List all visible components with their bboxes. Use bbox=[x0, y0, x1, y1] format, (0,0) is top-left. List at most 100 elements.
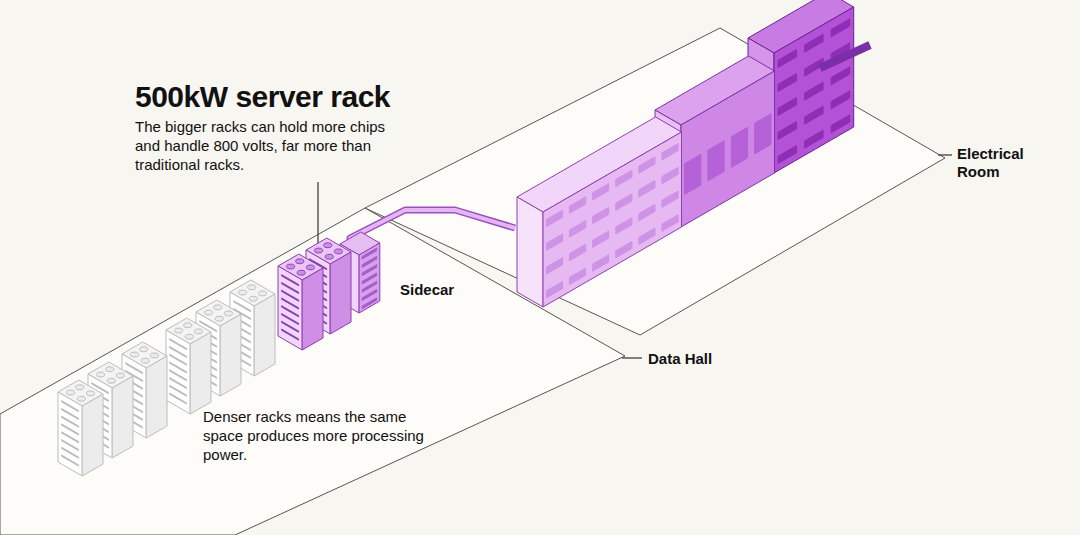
equipment bbox=[58, 0, 854, 476]
box-face bbox=[546, 234, 562, 251]
box-face bbox=[731, 127, 747, 167]
box-face bbox=[616, 218, 632, 234]
fan bbox=[315, 248, 323, 253]
box-face bbox=[282, 275, 299, 286]
fan bbox=[140, 347, 148, 352]
box-face bbox=[278, 266, 302, 350]
box-face bbox=[778, 122, 797, 140]
note: Denser racks means the same space produc… bbox=[203, 407, 448, 464]
box-face bbox=[570, 244, 586, 260]
box-face bbox=[112, 376, 133, 458]
fan bbox=[141, 358, 149, 363]
fan bbox=[224, 311, 232, 316]
box-face bbox=[805, 82, 824, 100]
fan bbox=[287, 264, 295, 269]
fan bbox=[249, 296, 257, 301]
incoming-feed bbox=[820, 45, 870, 68]
box-face bbox=[685, 154, 701, 194]
box-face bbox=[570, 197, 586, 214]
fan bbox=[77, 396, 85, 401]
area-label: Data Hall bbox=[648, 350, 712, 368]
box-face bbox=[662, 167, 678, 183]
box-face bbox=[639, 228, 655, 244]
box-face bbox=[755, 114, 771, 154]
fan bbox=[334, 249, 342, 254]
fan bbox=[248, 285, 256, 290]
fan bbox=[324, 243, 332, 248]
box-face bbox=[593, 255, 609, 271]
box-face bbox=[546, 258, 562, 274]
box-face bbox=[330, 252, 351, 334]
box-face bbox=[662, 215, 678, 231]
box-face bbox=[616, 194, 632, 211]
box-face bbox=[570, 268, 586, 284]
box-face bbox=[778, 50, 797, 68]
box-face bbox=[774, 7, 854, 173]
box-face bbox=[593, 231, 609, 248]
box-face bbox=[543, 132, 682, 307]
callout-body: The bigger racks can hold more chips and… bbox=[135, 117, 410, 174]
fan bbox=[86, 391, 94, 396]
fan bbox=[325, 254, 333, 259]
box-face bbox=[805, 130, 824, 148]
fan bbox=[184, 323, 192, 328]
box-face bbox=[570, 221, 586, 237]
box-face bbox=[146, 356, 167, 438]
box-face bbox=[662, 144, 678, 161]
fan bbox=[116, 373, 124, 378]
box-face bbox=[708, 141, 724, 181]
fan bbox=[107, 378, 115, 383]
fan bbox=[215, 316, 223, 321]
fan bbox=[185, 334, 193, 339]
fan bbox=[131, 352, 139, 357]
box-face bbox=[778, 98, 797, 116]
box-face bbox=[234, 301, 251, 312]
fan bbox=[194, 329, 202, 334]
fan bbox=[76, 385, 84, 390]
box-face bbox=[302, 268, 323, 350]
box-face bbox=[593, 207, 609, 223]
box-face bbox=[254, 294, 275, 376]
box-face bbox=[220, 314, 241, 396]
box-face bbox=[58, 392, 82, 476]
fan bbox=[150, 353, 158, 358]
box-face bbox=[805, 106, 824, 124]
box-face bbox=[831, 19, 850, 37]
fan bbox=[296, 259, 304, 264]
box-face bbox=[662, 191, 678, 208]
fan bbox=[214, 305, 222, 310]
callout-heading: 500kW server rack bbox=[135, 80, 455, 114]
box-face bbox=[546, 210, 562, 226]
box-face bbox=[681, 71, 775, 227]
box-face bbox=[639, 204, 655, 221]
box-face bbox=[831, 67, 850, 85]
box-face bbox=[166, 330, 190, 414]
box-face bbox=[126, 363, 143, 374]
box-face bbox=[639, 157, 655, 174]
fan bbox=[205, 310, 213, 315]
fan bbox=[306, 265, 314, 270]
box-face bbox=[62, 401, 79, 412]
box-face bbox=[831, 91, 850, 109]
box-face bbox=[805, 34, 824, 52]
box-face bbox=[616, 170, 632, 186]
part-label: Sidecar bbox=[400, 281, 454, 299]
box-face bbox=[190, 332, 211, 414]
area-label: Electrical Room bbox=[957, 145, 1047, 181]
fan bbox=[258, 291, 266, 296]
box-face bbox=[778, 74, 797, 92]
box-face bbox=[593, 184, 609, 201]
box-face bbox=[616, 241, 632, 258]
fan bbox=[106, 367, 114, 372]
fan bbox=[239, 290, 247, 295]
box-face bbox=[170, 339, 187, 350]
box-face bbox=[517, 197, 543, 307]
box-face bbox=[546, 281, 562, 298]
fan bbox=[297, 270, 305, 275]
box-face bbox=[778, 146, 797, 164]
box-face bbox=[82, 394, 103, 476]
box-face bbox=[359, 243, 380, 313]
box-face bbox=[362, 248, 377, 259]
fan bbox=[175, 328, 183, 333]
fan bbox=[67, 390, 75, 395]
